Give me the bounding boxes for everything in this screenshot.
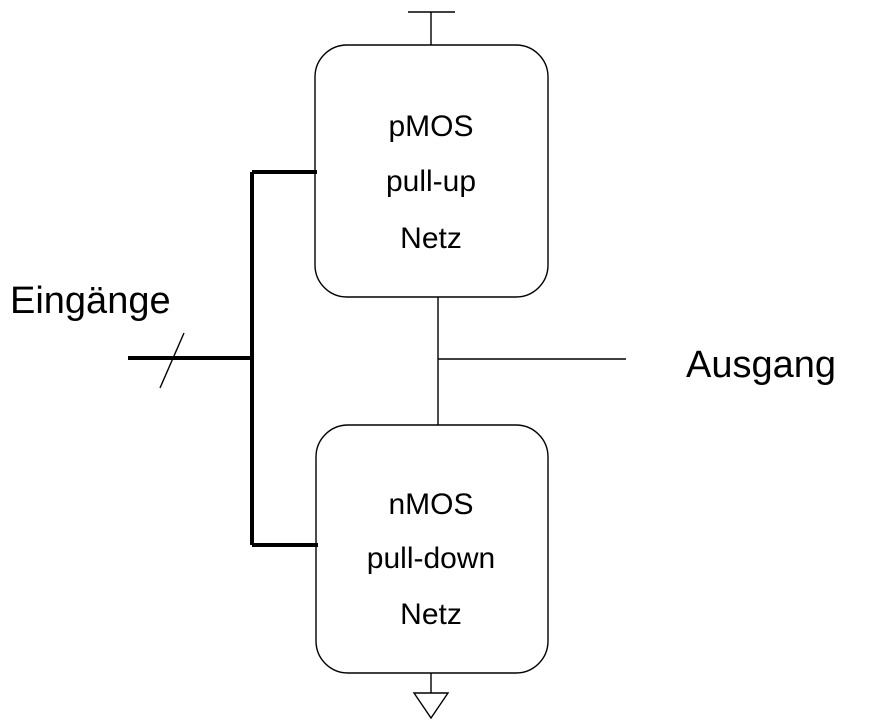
output-label: Ausgang	[686, 344, 836, 386]
pmos-label-line2: pull-up	[386, 165, 476, 198]
inputs-label: Eingänge	[10, 280, 171, 322]
nmos-label-line3: Netz	[400, 598, 462, 631]
nmos-pull-down-block: nMOS pull-down Netz	[315, 424, 549, 674]
nmos-label-line1: nMOS	[388, 488, 473, 521]
pmos-label-line1: pMOS	[388, 110, 473, 143]
pmos-pull-up-block: pMOS pull-up Netz	[314, 44, 549, 298]
pmos-label-line3: Netz	[400, 222, 462, 255]
nmos-label-line2: pull-down	[367, 542, 495, 575]
bus-slash	[159, 332, 185, 389]
nmos-box	[315, 424, 549, 674]
input-bus	[128, 170, 318, 547]
ground-symbol-icon	[412, 692, 450, 720]
